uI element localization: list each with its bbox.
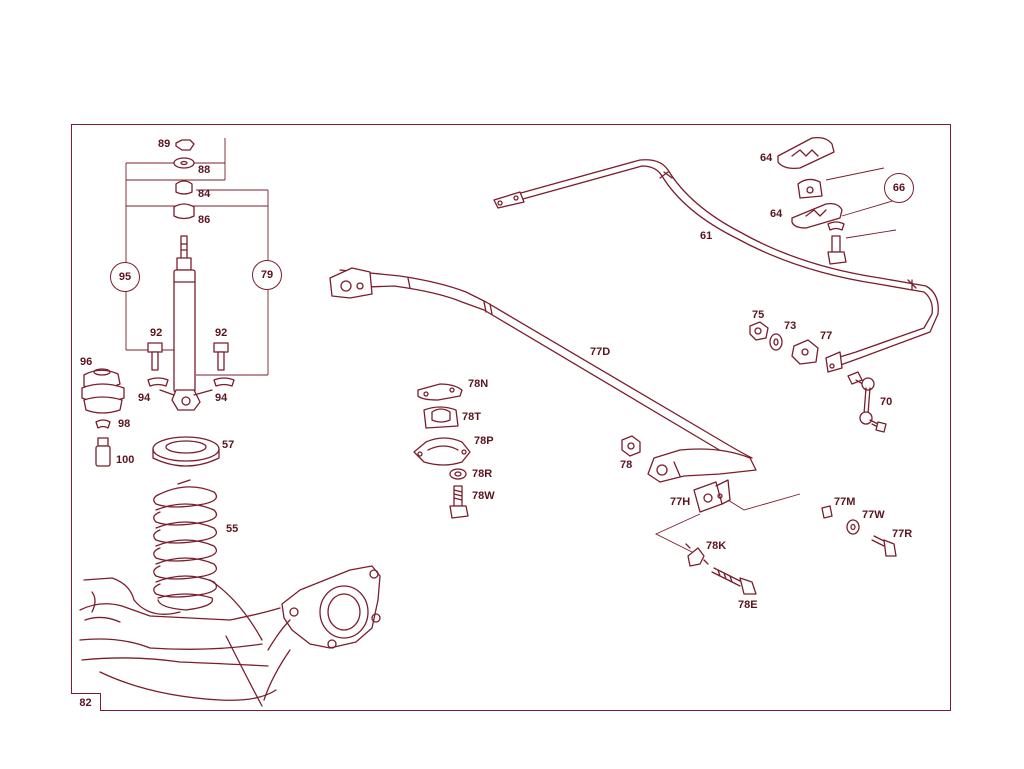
page-number: 82 [71,693,101,711]
callout-96: 96 [80,356,93,368]
callout-98: 98 [118,418,131,430]
callout-100: 100 [116,454,135,466]
control-arm [79,565,381,707]
coil-spring [153,479,218,611]
callout-78R: 78R [472,468,493,480]
callout-95: 95 [110,262,140,292]
callout-94-right: 94 [215,392,228,404]
callout-78P: 78P [474,435,494,447]
callout-77: 77 [820,330,833,342]
clamp-parts [777,136,897,265]
callout-77M: 77M [834,496,856,508]
callout-92-left: 92 [150,327,163,339]
callout-84: 84 [198,188,211,200]
callout-77R: 77R [892,528,913,540]
callout-75: 75 [752,309,765,321]
callout-64-top: 64 [760,152,773,164]
stabilizer-bar-upper [493,159,939,373]
diagram-frame [71,124,951,711]
callout-70: 70 [880,396,893,408]
callout-64-bottom: 64 [770,208,783,220]
spring-pad [152,436,220,467]
callout-61: 61 [700,230,713,242]
callout-78T: 78T [462,411,481,423]
callout-94-left: 94 [138,392,151,404]
callout-66: 66 [884,173,914,203]
shock-absorber-assembly [81,138,269,467]
callout-86: 86 [198,214,211,226]
callout-77W: 77W [862,509,885,521]
callout-57: 57 [222,439,235,451]
callout-92-right: 92 [215,327,228,339]
callout-78E: 78E [738,599,758,611]
callout-79: 79 [252,260,282,290]
link-parts [749,321,887,433]
mount-parts [413,383,897,595]
callout-77D: 77D [590,346,611,358]
callout-77H: 77H [670,496,691,508]
callout-78K: 78K [706,540,727,552]
callout-73: 73 [784,320,797,332]
callout-88: 88 [198,164,211,176]
callout-89: 89 [158,138,171,150]
callout-55: 55 [226,523,239,535]
callout-78N: 78N [468,378,489,390]
stabilizer-bar-lower [329,267,757,483]
callout-78: 78 [620,459,633,471]
callout-78W: 78W [472,490,495,502]
